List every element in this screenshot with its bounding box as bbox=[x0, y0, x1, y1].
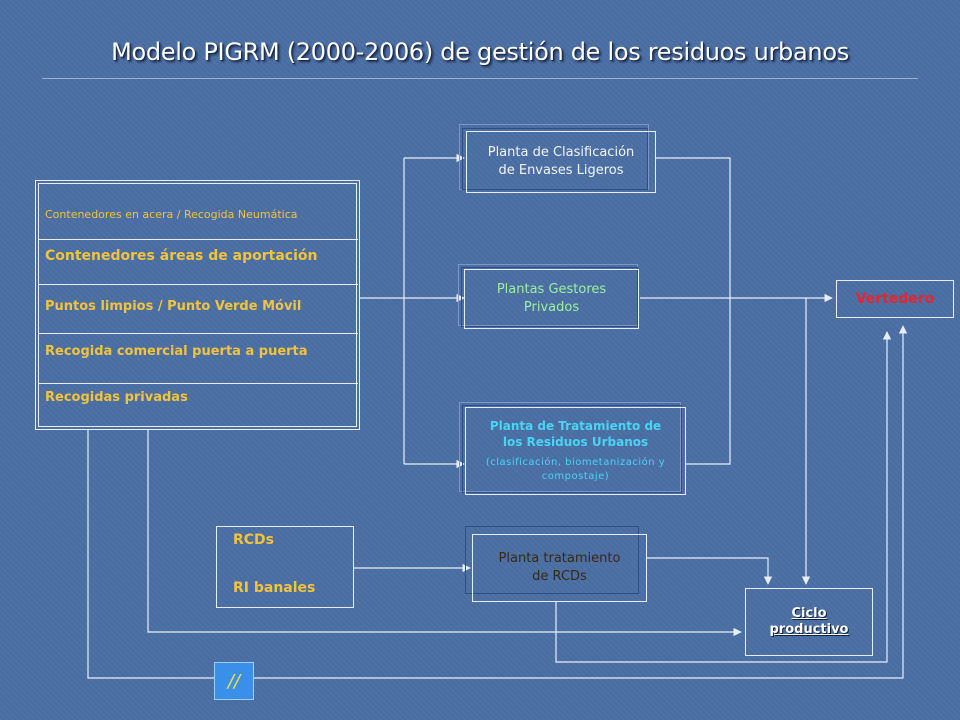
connector-sources-outer-loop bbox=[87, 325, 908, 679]
plant-tratamiento-line1: Planta de Tratamiento de bbox=[489, 419, 662, 433]
ciclo-line1: Ciclo bbox=[791, 606, 827, 621]
plant-gestores-line2: Privados bbox=[523, 300, 580, 315]
plant-clasificacion-line1: Planta de Clasificación bbox=[487, 145, 635, 160]
plant-rcds-frame bbox=[465, 526, 639, 594]
source-item-privadas: Recogidas privadas bbox=[39, 383, 358, 411]
rcds-label: RCDs bbox=[233, 532, 275, 548]
ciclo-line2: productivo bbox=[769, 622, 849, 637]
connector-clasificacion-out bbox=[656, 157, 731, 298]
page-title: Modelo PIGRM (2000-2006) de gestión de l… bbox=[111, 38, 849, 66]
plant-tratamiento-frame bbox=[459, 402, 681, 492]
source-item-puntos-limpios: Puntos limpios / Punto Verde Móvil bbox=[39, 284, 358, 328]
slash-button[interactable]: // bbox=[214, 662, 254, 700]
plant-rcds-line2: de RCDs bbox=[532, 569, 587, 584]
plant-tratamiento-line3: (clasificación, biometanización y bbox=[485, 457, 666, 468]
source-item-acera: Contenedores en acera / Recogida Neumáti… bbox=[45, 207, 298, 221]
plant-gestores-line1: Plantas Gestores bbox=[496, 282, 607, 297]
plant-clasificacion-line2: de Envases Ligeros bbox=[498, 163, 624, 178]
plant-tratamiento-line4: compostaje) bbox=[541, 471, 610, 482]
plant-rcds-line1: Planta tratamiento bbox=[498, 551, 621, 566]
ciclo-productivo-box: Ciclo productivo bbox=[745, 588, 873, 656]
plant-clasificacion-inner bbox=[462, 128, 648, 190]
plant-rcds: Planta tratamiento de RCDs bbox=[472, 534, 647, 602]
plant-tratamiento: Planta de Tratamiento de los Residuos Ur… bbox=[465, 407, 686, 495]
plant-gestores: Plantas Gestores Privados bbox=[464, 269, 639, 329]
title-underline bbox=[42, 78, 918, 79]
rcds-box: RCDs RI banales bbox=[216, 526, 354, 608]
ri-banales-label: RI banales bbox=[233, 580, 316, 596]
plant-clasificacion: Planta de Clasificación de Envases Liger… bbox=[466, 131, 656, 193]
source-item-comercial: Recogida comercial puerta a puerta bbox=[39, 333, 358, 369]
plant-gestores-inner bbox=[461, 267, 638, 327]
plant-tratamiento-line2: los Residuos Urbanos bbox=[502, 435, 649, 449]
vertedero-box: Vertedero bbox=[836, 280, 954, 318]
sources-box: Contenedores en acera / Recogida Neumáti… bbox=[35, 180, 360, 430]
connector-tratamiento-out bbox=[686, 298, 731, 465]
connector-sources-ciclo bbox=[147, 430, 742, 637]
plant-tratamiento-inner bbox=[462, 405, 682, 493]
connector-rcdplant-ciclo bbox=[647, 557, 773, 585]
source-item-aportacion: Contenedores áreas de aportación bbox=[39, 239, 358, 271]
